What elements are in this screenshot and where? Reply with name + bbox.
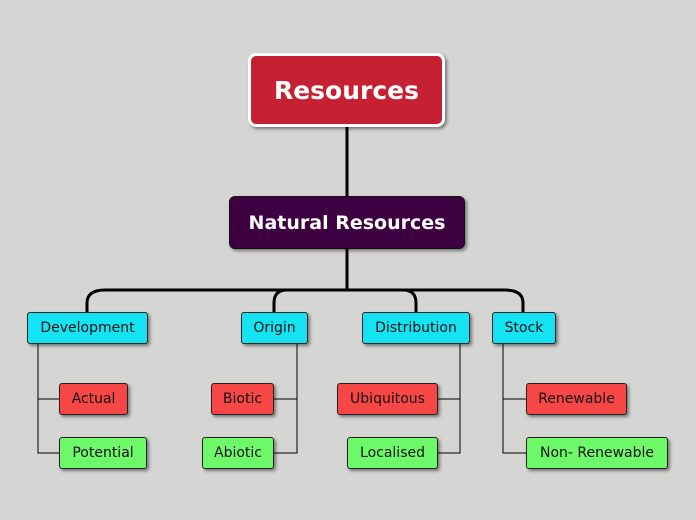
category-node-origin[interactable]: Origin xyxy=(241,312,308,344)
root-node-label: Resources xyxy=(273,75,420,105)
branch-origin-line xyxy=(272,288,288,312)
leaf-node-biotic[interactable]: Biotic xyxy=(211,383,274,415)
root-node-resources[interactable]: Resources xyxy=(248,53,445,127)
category-label: Stock xyxy=(504,320,544,336)
branch-bar-line xyxy=(85,288,525,312)
stock-children-line xyxy=(502,344,526,454)
main-node-label: Natural Resources xyxy=(248,211,446,234)
leaf-node-abiotic[interactable]: Abiotic xyxy=(202,437,274,469)
origin-children-line xyxy=(274,344,298,454)
leaf-label: Renewable xyxy=(538,391,615,407)
category-label: Development xyxy=(40,320,135,336)
leaf-node-localised[interactable]: Localised xyxy=(347,437,438,469)
branch-distribution-line xyxy=(402,288,418,312)
leaf-node-ubiquitous[interactable]: Ubiquitous xyxy=(337,383,438,415)
main-node-natural-resources[interactable]: Natural Resources xyxy=(229,196,465,249)
leaf-node-renewable[interactable]: Renewable xyxy=(526,383,627,415)
leaf-node-actual[interactable]: Actual xyxy=(59,383,128,415)
leaf-label: Biotic xyxy=(222,391,263,407)
category-node-development[interactable]: Development xyxy=(27,312,148,344)
category-label: Origin xyxy=(253,320,296,336)
category-label: Distribution xyxy=(375,320,457,336)
leaf-label: Actual xyxy=(71,391,116,407)
leaf-label: Potential xyxy=(72,445,134,461)
development-children-line xyxy=(37,344,59,454)
leaf-node-potential[interactable]: Potential xyxy=(59,437,147,469)
leaf-label: Localised xyxy=(360,445,425,461)
leaf-label: Ubiquitous xyxy=(350,391,425,407)
leaf-label: Abiotic xyxy=(214,445,262,461)
distribution-children-line xyxy=(438,344,461,454)
leaf-label: Non- Renewable xyxy=(539,445,655,461)
leaf-node-non-renewable[interactable]: Non- Renewable xyxy=(526,437,668,469)
category-node-stock[interactable]: Stock xyxy=(492,312,556,344)
category-node-distribution[interactable]: Distribution xyxy=(362,312,470,344)
